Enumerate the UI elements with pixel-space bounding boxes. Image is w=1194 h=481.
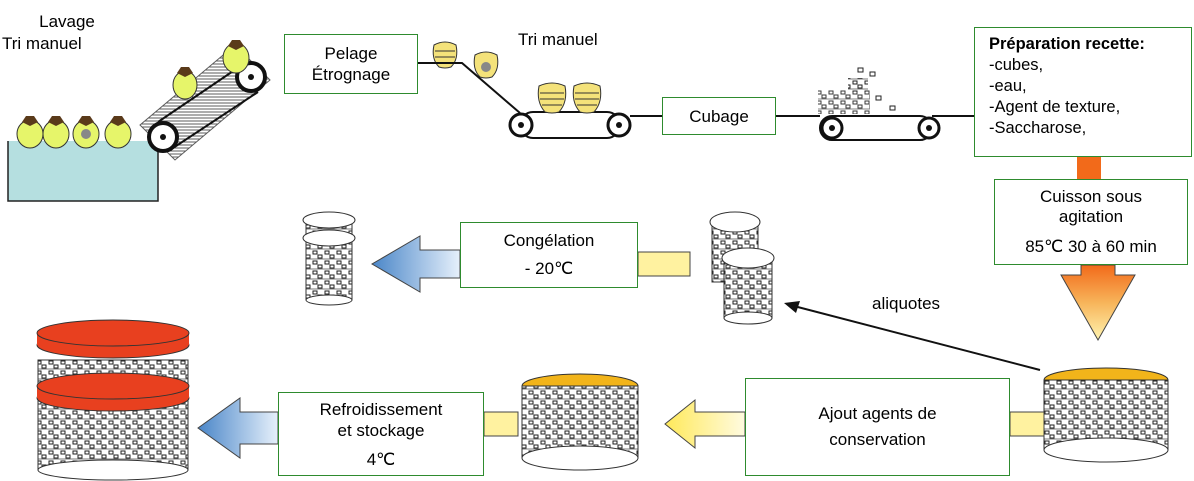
cooking-conditions: 85℃ 30 à 60 min [1025,237,1157,256]
aliquots-arrow [784,301,1041,371]
inclined-conveyor [139,40,271,161]
recipe-item: -Saccharose, [989,119,1087,137]
freezing-label: Congélation [503,231,595,250]
peeling-step: Pelage Étrognage [284,34,418,94]
peeling-line-1: Pelage [324,44,378,63]
recipe-item: -eau, [989,77,1027,95]
recipe-item: -Agent de texture, [989,98,1121,116]
cooked-compote-pot [1043,367,1169,463]
stored-pots-stack [36,319,190,481]
cooling-step: Refroidissement et stockage 4℃ [278,392,484,476]
recipe-colon: : [1139,35,1145,53]
washing-label: Lavage [39,12,95,31]
sorting-label-top: Tri manuel [518,30,598,49]
cooling-temperature: 4℃ [366,449,396,469]
flow-arrow-to-storage [197,397,279,459]
flow-arrow-to-frozen [371,235,461,293]
aliquot-jars [709,211,775,325]
peeled-apples [432,41,499,79]
aliquots-label: aliquotes [872,294,941,313]
preservatives-step: Ajout agents de conservation [745,378,1010,476]
apples-in-water [16,116,132,149]
dicing-conveyor [818,67,941,141]
sorting-conveyor [508,82,632,139]
flow-arrow-to-freezing [637,251,691,277]
peeling-line-2: Étrognage [311,65,391,84]
cooking-line-2: agitation [1058,207,1124,226]
recipe-box: Préparation recette: -cubes, -eau, -Agen… [974,27,1192,157]
flow-arrow-to-cooling [483,411,519,437]
recipe-title: Préparation recette [989,35,1140,53]
preservatives-line-2: conservation [829,430,926,449]
dicing-label: Cubage [689,106,749,126]
sorting-label-left: Tri manuel [2,34,82,53]
dicing-step: Cubage [662,97,776,135]
cooking-line-1: Cuisson sous [1039,187,1143,206]
cooling-line-2: et stockage [337,420,425,440]
flow-arrow-to-preservatives [1009,411,1045,437]
preserved-compote-pot [521,373,639,471]
frozen-jar [302,211,356,306]
freezing-step: Congélation - 20℃ [460,222,638,288]
cooling-line-1: Refroidissement [319,399,443,419]
preservatives-line-1: Ajout agents de [818,404,937,423]
washing-tank [7,141,159,202]
cooking-step: Cuisson sous agitation 85℃ 30 à 60 min [994,179,1188,265]
flow-arrow-to-pot [664,398,746,450]
flow-arrow-down [1060,157,1136,342]
recipe-item: -cubes, [989,56,1044,74]
freezing-temperature: - 20℃ [524,259,574,278]
